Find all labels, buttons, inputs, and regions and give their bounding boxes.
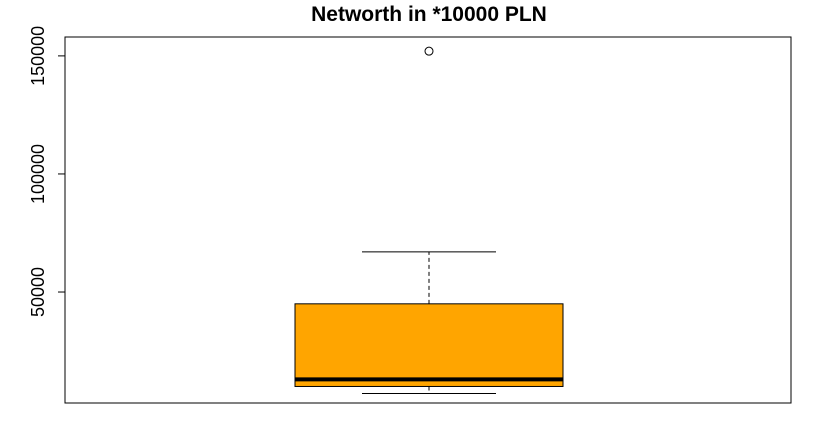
box-group <box>294 46 564 395</box>
chart-title: Networth in *10000 PLN <box>311 3 547 26</box>
outlier-point <box>424 46 434 56</box>
y-tick-label: 50000 <box>28 267 48 317</box>
y-axis: 50000 100000 150000 <box>28 26 66 317</box>
y-tick-label: 100000 <box>28 144 48 204</box>
box-iqr <box>294 303 564 387</box>
y-tick-label: 150000 <box>28 26 48 86</box>
